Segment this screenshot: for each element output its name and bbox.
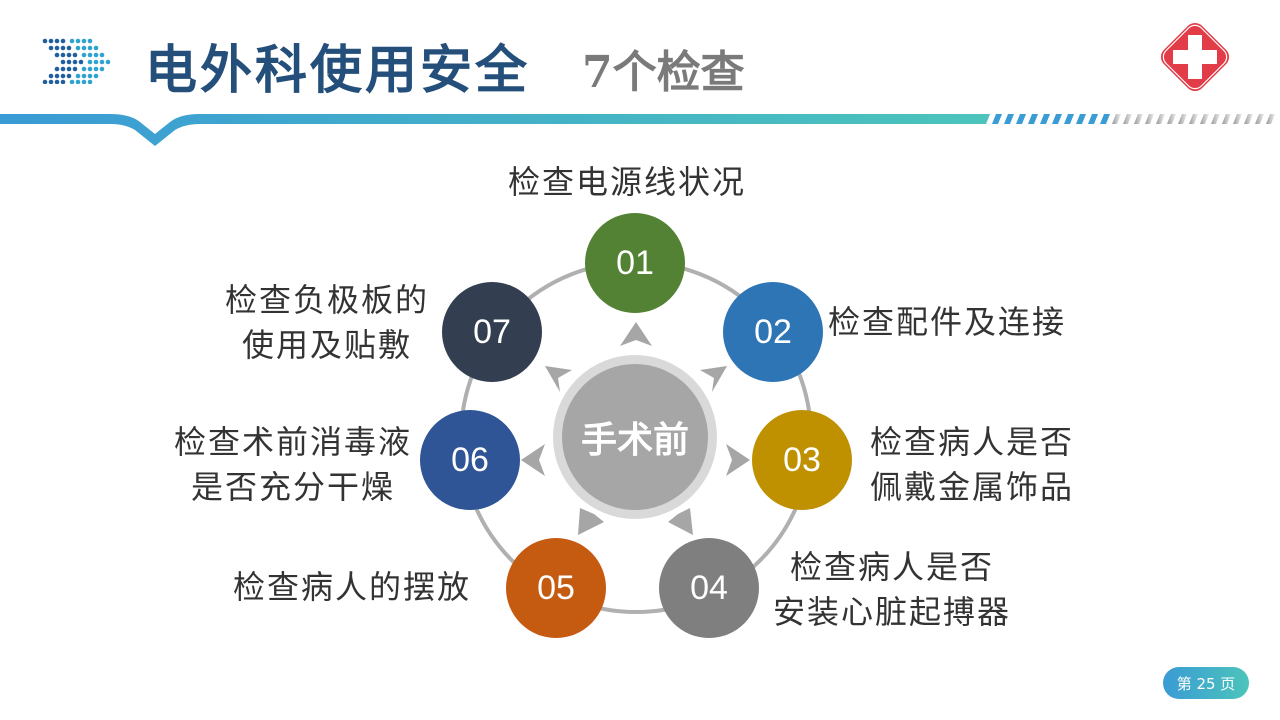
step-01-circle: 01 bbox=[585, 213, 685, 313]
page-subtitle: 7个检查 bbox=[582, 47, 745, 98]
step-01-label: 检查电源线状况 bbox=[508, 163, 747, 201]
step-07-label: 检查负极板的 使用及贴敷 bbox=[224, 281, 429, 364]
step-07-circle: 07 bbox=[442, 282, 542, 382]
step-02-circle: 02 bbox=[723, 282, 823, 382]
red-cross-emblem-icon bbox=[1160, 22, 1230, 92]
step-06-circle: 06 bbox=[420, 410, 520, 510]
step-04-circle: 04 bbox=[659, 538, 759, 638]
step-05-circle: 05 bbox=[506, 538, 606, 638]
page-number-badge: 第 25 页 bbox=[1163, 667, 1249, 699]
center-hub: 手术前 bbox=[553, 355, 717, 519]
step-04-label: 检查病人是否 安装心脏起搏器 bbox=[772, 548, 1011, 631]
step-05-label: 检查病人的摆放 bbox=[233, 568, 472, 606]
step-03-label: 检查病人是否 佩戴金属饰品 bbox=[870, 423, 1075, 506]
step-02-label: 检查配件及连接 bbox=[828, 303, 1067, 341]
page-title: 电外科使用安全 bbox=[145, 40, 531, 101]
step-03-circle: 03 bbox=[752, 410, 852, 510]
double-chevron-dots-icon bbox=[42, 38, 111, 84]
header-divider bbox=[0, 114, 1275, 146]
step-06-label: 检查术前消毒液 是否充分干燥 bbox=[173, 423, 412, 506]
